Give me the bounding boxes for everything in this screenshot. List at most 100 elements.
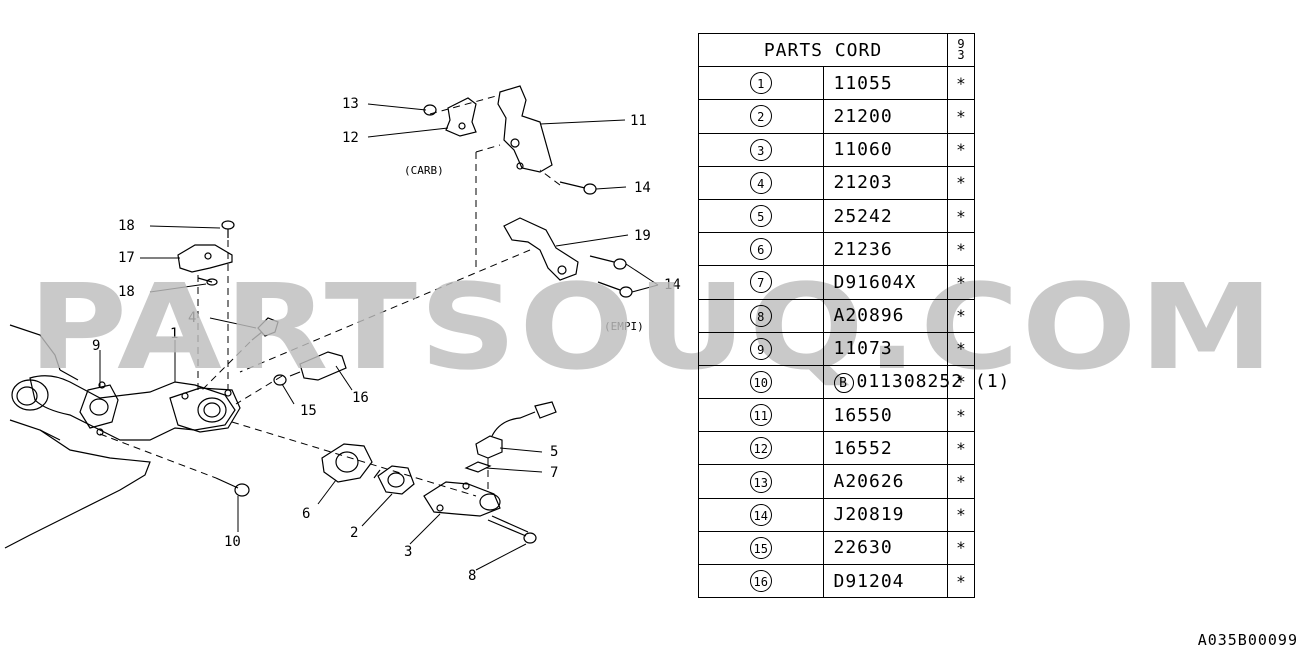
table-row: 7 D91604X * <box>698 265 975 300</box>
part-code: 16552 <box>833 437 893 459</box>
applicability-mark: * <box>947 331 975 366</box>
table-row: 13 A20626* <box>698 464 975 499</box>
intake-pipe <box>29 375 236 441</box>
part-code-cell: D91204 <box>822 563 948 599</box>
outlet-flange <box>169 387 241 433</box>
row-number-cell: 1 <box>698 66 824 101</box>
part-code-cell: A20896 <box>822 298 948 333</box>
part-code: 25242 <box>833 205 893 227</box>
washer-7 <box>464 461 492 473</box>
outlet-flange-hole <box>197 397 227 423</box>
row-number-badge: 5 <box>749 205 772 228</box>
part-code: 22630 <box>833 537 893 559</box>
flange-9-hole <box>89 398 109 416</box>
applicability-mark: * <box>947 99 975 134</box>
part-code: 11060 <box>833 139 893 161</box>
row-number-cell: 5 <box>698 198 824 234</box>
callout-15: 16 <box>352 390 369 406</box>
callout-18-top: 18 <box>118 218 135 234</box>
row-number-badge: 11 <box>749 404 772 427</box>
table-row: 2 21200* <box>698 99 975 134</box>
callout-9: 9 <box>92 338 100 354</box>
part-code-cell: D91604X <box>822 265 948 300</box>
callout-11: 11 <box>630 113 647 129</box>
callout-10: 10 <box>224 534 241 550</box>
row-number-cell: 7 <box>698 265 824 300</box>
sensor-4 <box>257 317 279 337</box>
washer-16 <box>273 374 287 386</box>
applicability-mark: * <box>947 232 975 267</box>
row-number-badge: 15 <box>749 536 772 559</box>
row-number-cell: 3 <box>698 132 824 167</box>
flange-9 <box>79 384 119 429</box>
thermostat-cover-3 <box>423 481 501 517</box>
part-code: A20896 <box>833 305 905 327</box>
part-code: 11073 <box>833 338 893 360</box>
bolt-10 <box>215 477 239 489</box>
part-code: 011308252 (1) <box>856 370 1011 392</box>
row-number-badge: 3 <box>749 138 772 161</box>
applicability-mark: * <box>947 132 975 167</box>
applicability-mark: * <box>947 165 975 200</box>
part-code-cell: 11055 <box>822 66 948 101</box>
callout-7: 7 <box>550 465 558 481</box>
row-number-badge: 13 <box>749 470 772 493</box>
part-code: D91204 <box>833 570 905 592</box>
bracket-12 <box>445 97 477 137</box>
bolt-14-top <box>559 181 586 189</box>
watermark: PARTSOUQ.COM <box>28 258 1276 396</box>
applicability-mark: * <box>947 265 975 300</box>
part-code-cell: A20626 <box>822 464 948 499</box>
part-code: 11055 <box>833 72 893 94</box>
applicability-mark: * <box>947 464 975 499</box>
part-code: D91604X <box>833 271 917 293</box>
applicability-mark: * <box>947 298 975 333</box>
part-code-cell: 22630 <box>822 530 948 566</box>
callout-14-top: 14 <box>634 180 651 196</box>
engine-block-edge <box>39 369 79 441</box>
flange-left-inner <box>16 386 38 406</box>
bracket-11 <box>497 85 553 173</box>
callout-5: 5 <box>550 444 558 460</box>
callout-17: 17 <box>118 250 135 266</box>
row-number-cell: 10 <box>698 364 824 400</box>
applicability-mark: * <box>947 364 975 400</box>
wire-5 <box>491 411 536 437</box>
table-header-label: PARTS CORD <box>698 32 948 68</box>
diagram-code: A035B00099 <box>1197 631 1298 649</box>
thermostat-2 <box>377 465 415 495</box>
row-number-badge: 2 <box>749 105 772 128</box>
year-digit-1: 9 <box>957 37 965 52</box>
callout-12: 12 <box>342 130 359 146</box>
callout-14-empi: 14 <box>664 277 681 293</box>
part-code-cell: 11060 <box>822 132 948 167</box>
row-number-cell: 14 <box>698 497 824 532</box>
year-digit-2: 3 <box>957 48 965 63</box>
row-number-badge: 14 <box>749 503 772 526</box>
callout-8: 8 <box>468 568 476 584</box>
applicability-mark: * <box>947 497 975 532</box>
callout-4: 4 <box>188 310 196 326</box>
part-code-cell: 21200 <box>822 99 948 134</box>
part-code-cell: 16550 <box>822 398 948 433</box>
row-number-badge: 6 <box>749 238 772 261</box>
table-row: 3 11060 * <box>698 132 975 167</box>
row-number-badge: 4 <box>749 171 772 194</box>
row-number-badge: 10 <box>749 370 772 393</box>
gasket-6 <box>321 443 373 483</box>
part-code: 21236 <box>833 238 893 260</box>
bolt-14-empi-b <box>597 281 621 291</box>
callout-18-bottom: 18 <box>118 284 135 300</box>
row-number-cell: 15 <box>698 530 824 566</box>
